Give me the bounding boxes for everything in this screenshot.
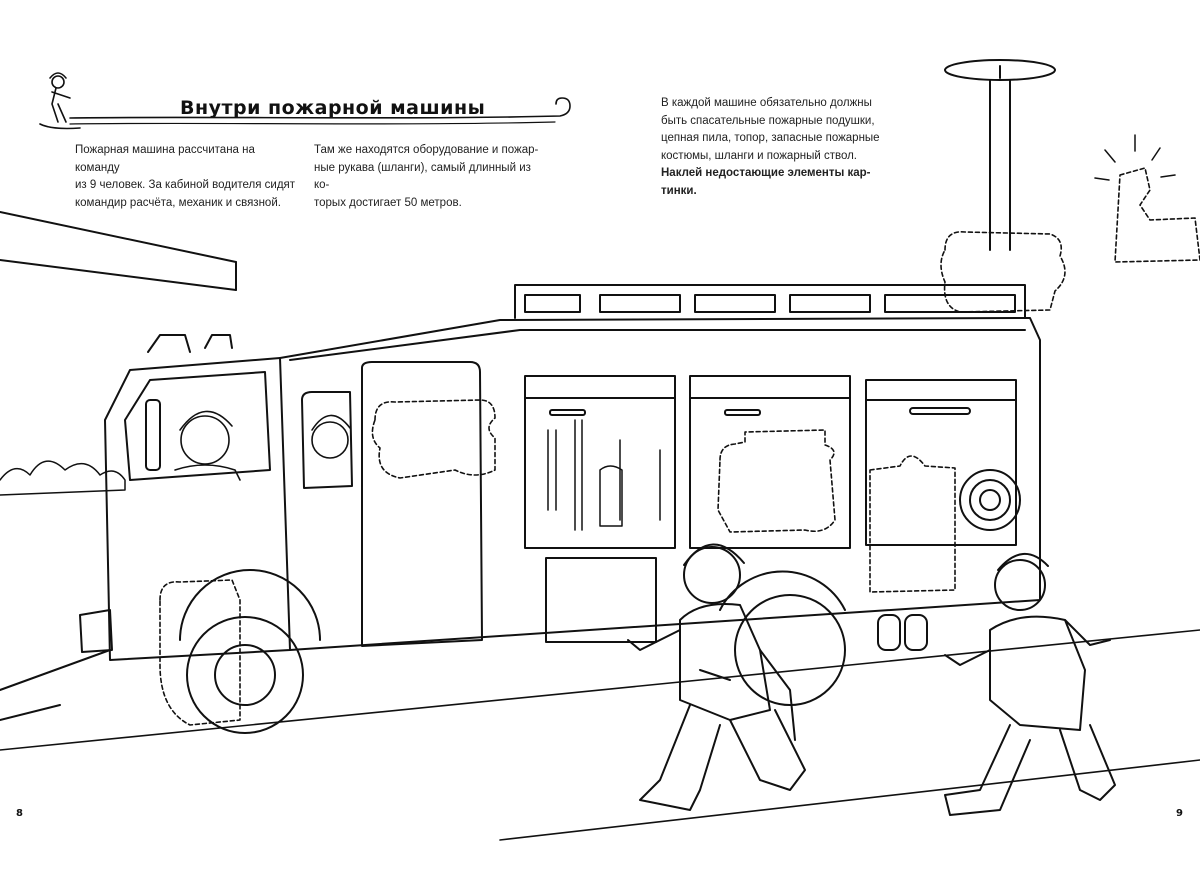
street-lamp [944,59,1056,251]
sticker-placeholder [940,231,1066,313]
page-title: Внутри пожарной машины [180,96,486,119]
sticker-placeholder [1114,167,1200,263]
crew-firefighter [311,414,351,459]
text-block-required-items: В каждой машине обязательно должны быть … [661,97,880,162]
page-number-left: 8 [16,808,23,819]
sticker-placeholder [869,455,956,593]
bushes [0,460,126,496]
firefighter-logo-icon [39,72,81,130]
ground [0,629,1200,841]
garage-building [0,211,237,721]
sticker-placeholder [371,399,496,479]
text-block-instruction: Наклей недостающие элементы кар- тинки. [661,167,871,197]
title-hose-line [69,97,571,119]
sticker-placeholder [717,429,836,533]
driver-firefighter [174,410,241,481]
page-number-right: 9 [1176,808,1183,819]
light-rays [1094,134,1176,181]
firefighter [944,552,1116,816]
text-block-equipment: Там же находятся оборудование и пожар- н… [314,144,539,209]
fire-truck [79,284,1041,734]
firefighter [627,543,806,811]
sticker-placeholder [159,579,241,726]
sticker-placeholders [159,167,1200,726]
text-block-crew: Пожарная машина рассчитана на команду из… [75,144,296,209]
